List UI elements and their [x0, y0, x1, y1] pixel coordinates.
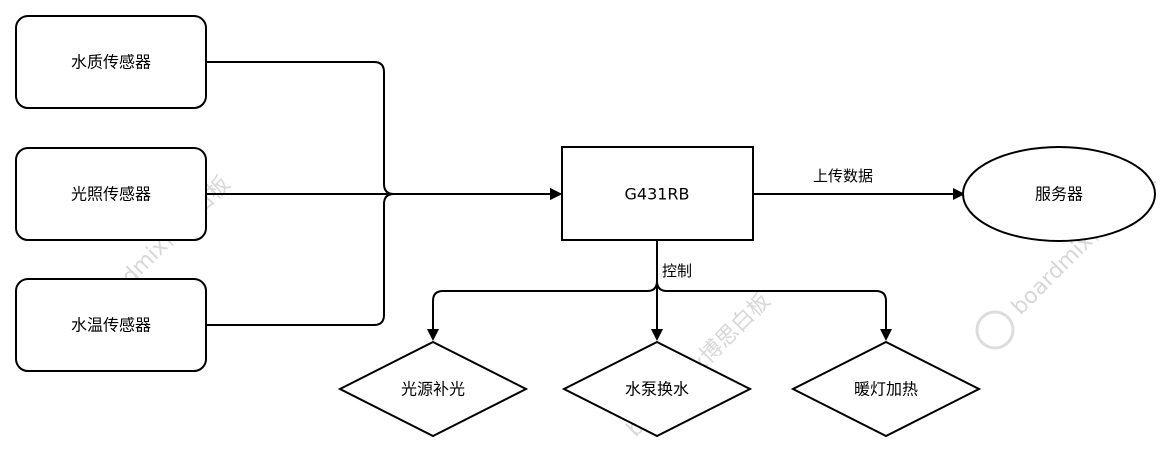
node-label: 暖灯加热: [854, 380, 918, 399]
node-fill-light[interactable]: 光源补光: [337, 340, 529, 438]
node-label: 光照传感器: [71, 185, 151, 204]
edge-label-control: 控制: [662, 262, 692, 280]
edge-mcu-to-heat-lamp: [656, 241, 892, 341]
node-label: G431RB: [624, 185, 689, 204]
sensor-connectors: [206, 61, 965, 341]
node-label: 水质传感器: [71, 53, 151, 72]
node-label: 水泵换水: [625, 380, 689, 399]
edge-water-temp-to-mcu: [206, 188, 562, 326]
node-water-temp-sensor[interactable]: 水温传感器: [15, 278, 207, 372]
node-label: 水温传感器: [71, 316, 151, 335]
edge-water-quality-to-mcu: [206, 61, 562, 200]
node-server[interactable]: 服务器: [962, 146, 1156, 242]
node-mcu[interactable]: G431RB: [561, 146, 754, 241]
node-light-sensor[interactable]: 光照传感器: [15, 147, 207, 241]
node-label: 光源补光: [401, 380, 465, 399]
edge-label-upload: 上传数据: [813, 167, 873, 185]
node-pump-water-change[interactable]: 水泵换水: [561, 340, 753, 438]
node-heat-lamp[interactable]: 暖灯加热: [790, 340, 982, 438]
node-water-quality-sensor[interactable]: 水质传感器: [15, 15, 207, 109]
edge-mcu-to-fill-light: [427, 241, 658, 341]
node-label: 服务器: [1035, 185, 1083, 204]
